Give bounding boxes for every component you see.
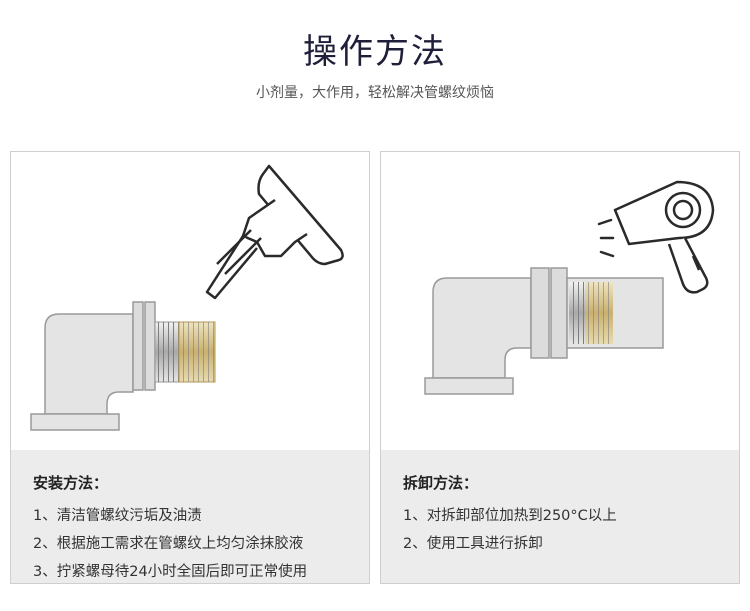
install-info: 安装方法： 1、清洁管螺纹污垢及油渍 2、根据施工需求在管螺纹上均匀涂抹胶液 3… — [11, 450, 369, 583]
glue-bottle-icon — [205, 164, 344, 300]
remove-heading: 拆卸方法： — [403, 474, 479, 492]
install-illustration — [11, 152, 369, 450]
install-step-3: 3、拧紧螺母待24小时全固后即可正常使用 — [33, 564, 308, 580]
remove-step-2: 2、使用工具进行拆卸 — [403, 536, 543, 552]
remove-illustration — [381, 152, 739, 450]
hair-dryer-icon — [597, 180, 715, 294]
install-card: 安装方法： 1、清洁管螺纹污垢及油渍 2、根据施工需求在管螺纹上均匀涂抹胶液 3… — [10, 151, 370, 584]
remove-step-1: 1、对拆卸部位加热到250°C以上 — [403, 508, 617, 524]
install-heading: 安装方法： — [33, 474, 109, 492]
remove-info: 拆卸方法： 1、对拆卸部位加热到250°C以上 2、使用工具进行拆卸 — [381, 450, 739, 583]
install-step-2: 2、根据施工需求在管螺纹上均匀涂抹胶液 — [33, 536, 304, 552]
remove-card: 拆卸方法： 1、对拆卸部位加热到250°C以上 2、使用工具进行拆卸 — [380, 151, 740, 584]
page-title: 操作方法 — [303, 32, 447, 72]
page-subtitle: 小剂量，大作用，轻松解决管螺纹烦恼 — [256, 85, 494, 101]
pipe-elbow-icon — [30, 301, 216, 431]
pipe-elbow-icon — [424, 267, 664, 395]
install-step-1: 1、清洁管螺纹污垢及油渍 — [33, 508, 202, 524]
